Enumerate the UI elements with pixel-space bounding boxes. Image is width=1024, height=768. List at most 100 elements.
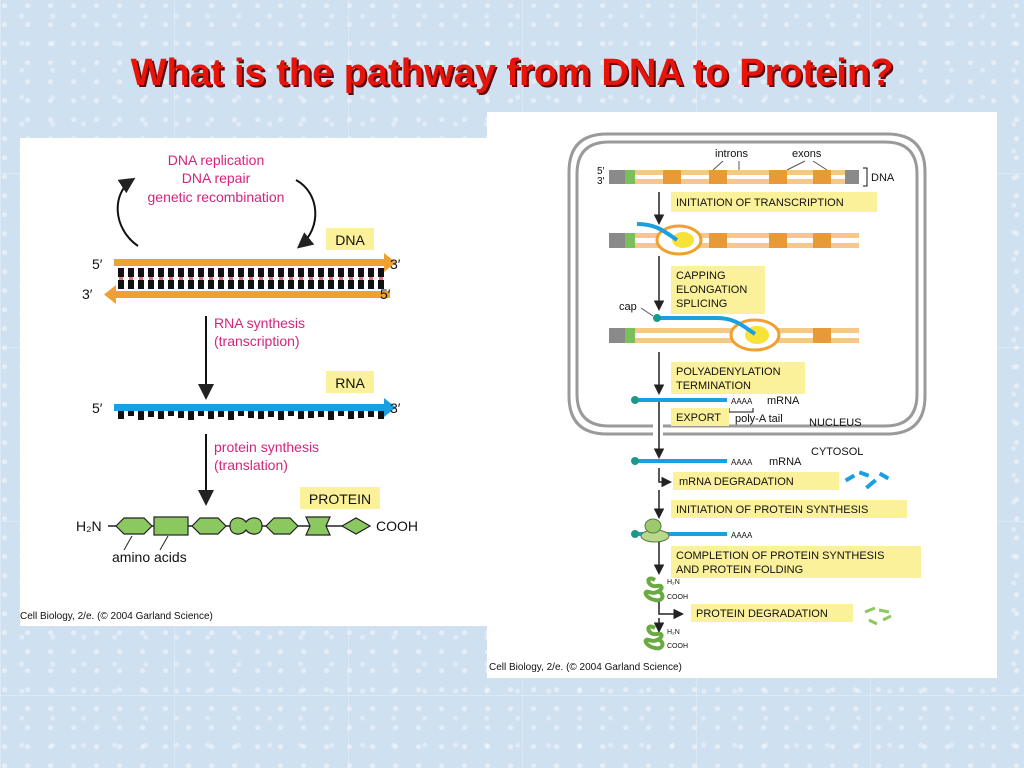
rna-base	[218, 411, 224, 417]
transcription-label: (transcription)	[214, 333, 300, 349]
folded-protein-1	[643, 576, 665, 603]
protein-degradation-box	[691, 604, 853, 622]
folded-protein-2-cooh: COOH	[667, 643, 688, 650]
protein-synthesis-label: protein synthesis	[214, 439, 319, 455]
rna-base	[118, 411, 124, 419]
dna-base	[368, 268, 374, 277]
rna-base	[368, 411, 374, 417]
dna-base	[178, 268, 184, 277]
base-pair-link	[169, 277, 173, 280]
rna-base	[328, 411, 334, 420]
folded-protein-1-cooh: COOH	[667, 594, 688, 601]
gene-expression-pathway-diagram: introns exons 5′ 3′ DNA INITIATION OF TR…	[489, 132, 927, 673]
base-pair-link	[269, 277, 273, 280]
protein-h2n-label: H₂N	[76, 518, 102, 534]
dna-bottom-3prime: 3′	[82, 286, 93, 302]
dna-base	[268, 280, 274, 289]
initiation-protein-label: INITIATION OF PROTEIN SYNTHESIS	[676, 504, 868, 516]
base-pair-link	[149, 277, 153, 280]
mrna-degradation-label: mRNA DEGRADATION	[679, 476, 794, 488]
dna-base	[278, 268, 284, 277]
rna-base	[198, 411, 204, 416]
base-pair-link	[219, 277, 223, 280]
polyadenylation-label: POLYADENYLATION	[676, 366, 781, 378]
genetic-recombination-label: genetic recombination	[148, 189, 285, 205]
base-pair-link	[229, 277, 233, 280]
left-figure-panel: DNA replication DNA repair genetic recom…	[20, 138, 490, 626]
rna-base	[248, 411, 254, 418]
dna-base	[158, 280, 164, 289]
initiation-protein-box	[671, 500, 907, 518]
capping-box	[671, 266, 765, 314]
nuclear-mrna	[631, 396, 727, 404]
dna-rna-protein-diagram: DNA replication DNA repair genetic recom…	[20, 152, 418, 622]
base-pair-link	[119, 277, 123, 280]
base-pair-link	[249, 277, 253, 280]
left-curved-arrow	[116, 177, 139, 247]
gene-dna-label: DNA	[871, 172, 895, 184]
rna-base	[148, 411, 154, 417]
arrow-to-mrna-degradation	[658, 468, 672, 488]
rna-base	[128, 411, 134, 416]
dna-base	[228, 280, 234, 289]
dna-base	[358, 268, 364, 277]
nuclear-mrna-label: mRNA	[767, 395, 800, 407]
folded-protein-1-h2n: H₂N	[667, 579, 680, 586]
dna-base	[118, 280, 124, 289]
dna-base	[138, 268, 144, 277]
rna-base	[258, 411, 264, 419]
dna-base	[328, 280, 334, 289]
base-pair-link	[289, 277, 293, 280]
dna-base	[208, 280, 214, 289]
rna-3prime: 3′	[390, 400, 401, 416]
polya-tail-label: poly-A tail	[735, 413, 783, 425]
dna-base	[378, 268, 384, 277]
base-pair-link	[369, 277, 373, 280]
protein-label-box	[300, 487, 380, 509]
dna-base	[378, 280, 384, 289]
right-curved-arrow	[295, 179, 317, 249]
dna-base	[318, 268, 324, 277]
amino-pointer-1	[123, 535, 133, 551]
dna-base	[258, 280, 264, 289]
rna-5prime: 5′	[92, 400, 103, 416]
left-credit: Cell Biology, 2/e. (© 2004 Garland Scien…	[20, 611, 213, 622]
splicing-label: SPLICING	[676, 298, 727, 310]
export-box	[671, 408, 729, 426]
gene-3prime: 3′	[597, 176, 605, 187]
dna-base	[348, 280, 354, 289]
protein-degradation-label: PROTEIN DEGRADATION	[696, 608, 828, 620]
dna-base	[278, 280, 284, 289]
base-pair-link	[309, 277, 313, 280]
base-pair-link	[189, 277, 193, 280]
rna-base	[348, 411, 354, 419]
rna-label-box	[326, 371, 374, 393]
dna-base	[298, 268, 304, 277]
base-pair-link	[129, 277, 133, 280]
slide-title: What is the pathway from DNA to Protein?	[130, 52, 894, 94]
dna-base	[188, 280, 194, 289]
right-figure-panel: introns exons 5′ 3′ DNA INITIATION OF TR…	[487, 112, 997, 678]
base-pair-link	[159, 277, 163, 280]
rna-base	[228, 411, 234, 420]
dna-base	[198, 280, 204, 289]
gene-5prime: 5′	[597, 166, 605, 177]
rna-base	[238, 411, 244, 416]
intron-pointer	[712, 160, 724, 171]
dna-base	[338, 280, 344, 289]
folded-protein-2-h2n: H₂N	[667, 629, 680, 636]
gene-dna	[609, 170, 859, 184]
rna-base	[298, 411, 304, 419]
base-pair-link	[359, 277, 363, 280]
dna-base	[358, 280, 364, 289]
dna-repair-label: DNA repair	[182, 170, 251, 186]
capping-label: CAPPING	[676, 270, 726, 282]
translation-label: (translation)	[214, 457, 288, 473]
polyadenylation-box	[671, 362, 805, 394]
cap-label: cap	[619, 301, 637, 313]
folded-protein-2	[643, 624, 665, 651]
rna-base	[318, 411, 324, 417]
rna-base	[288, 411, 294, 416]
export-label: EXPORT	[676, 412, 721, 424]
rna-base	[168, 411, 174, 416]
